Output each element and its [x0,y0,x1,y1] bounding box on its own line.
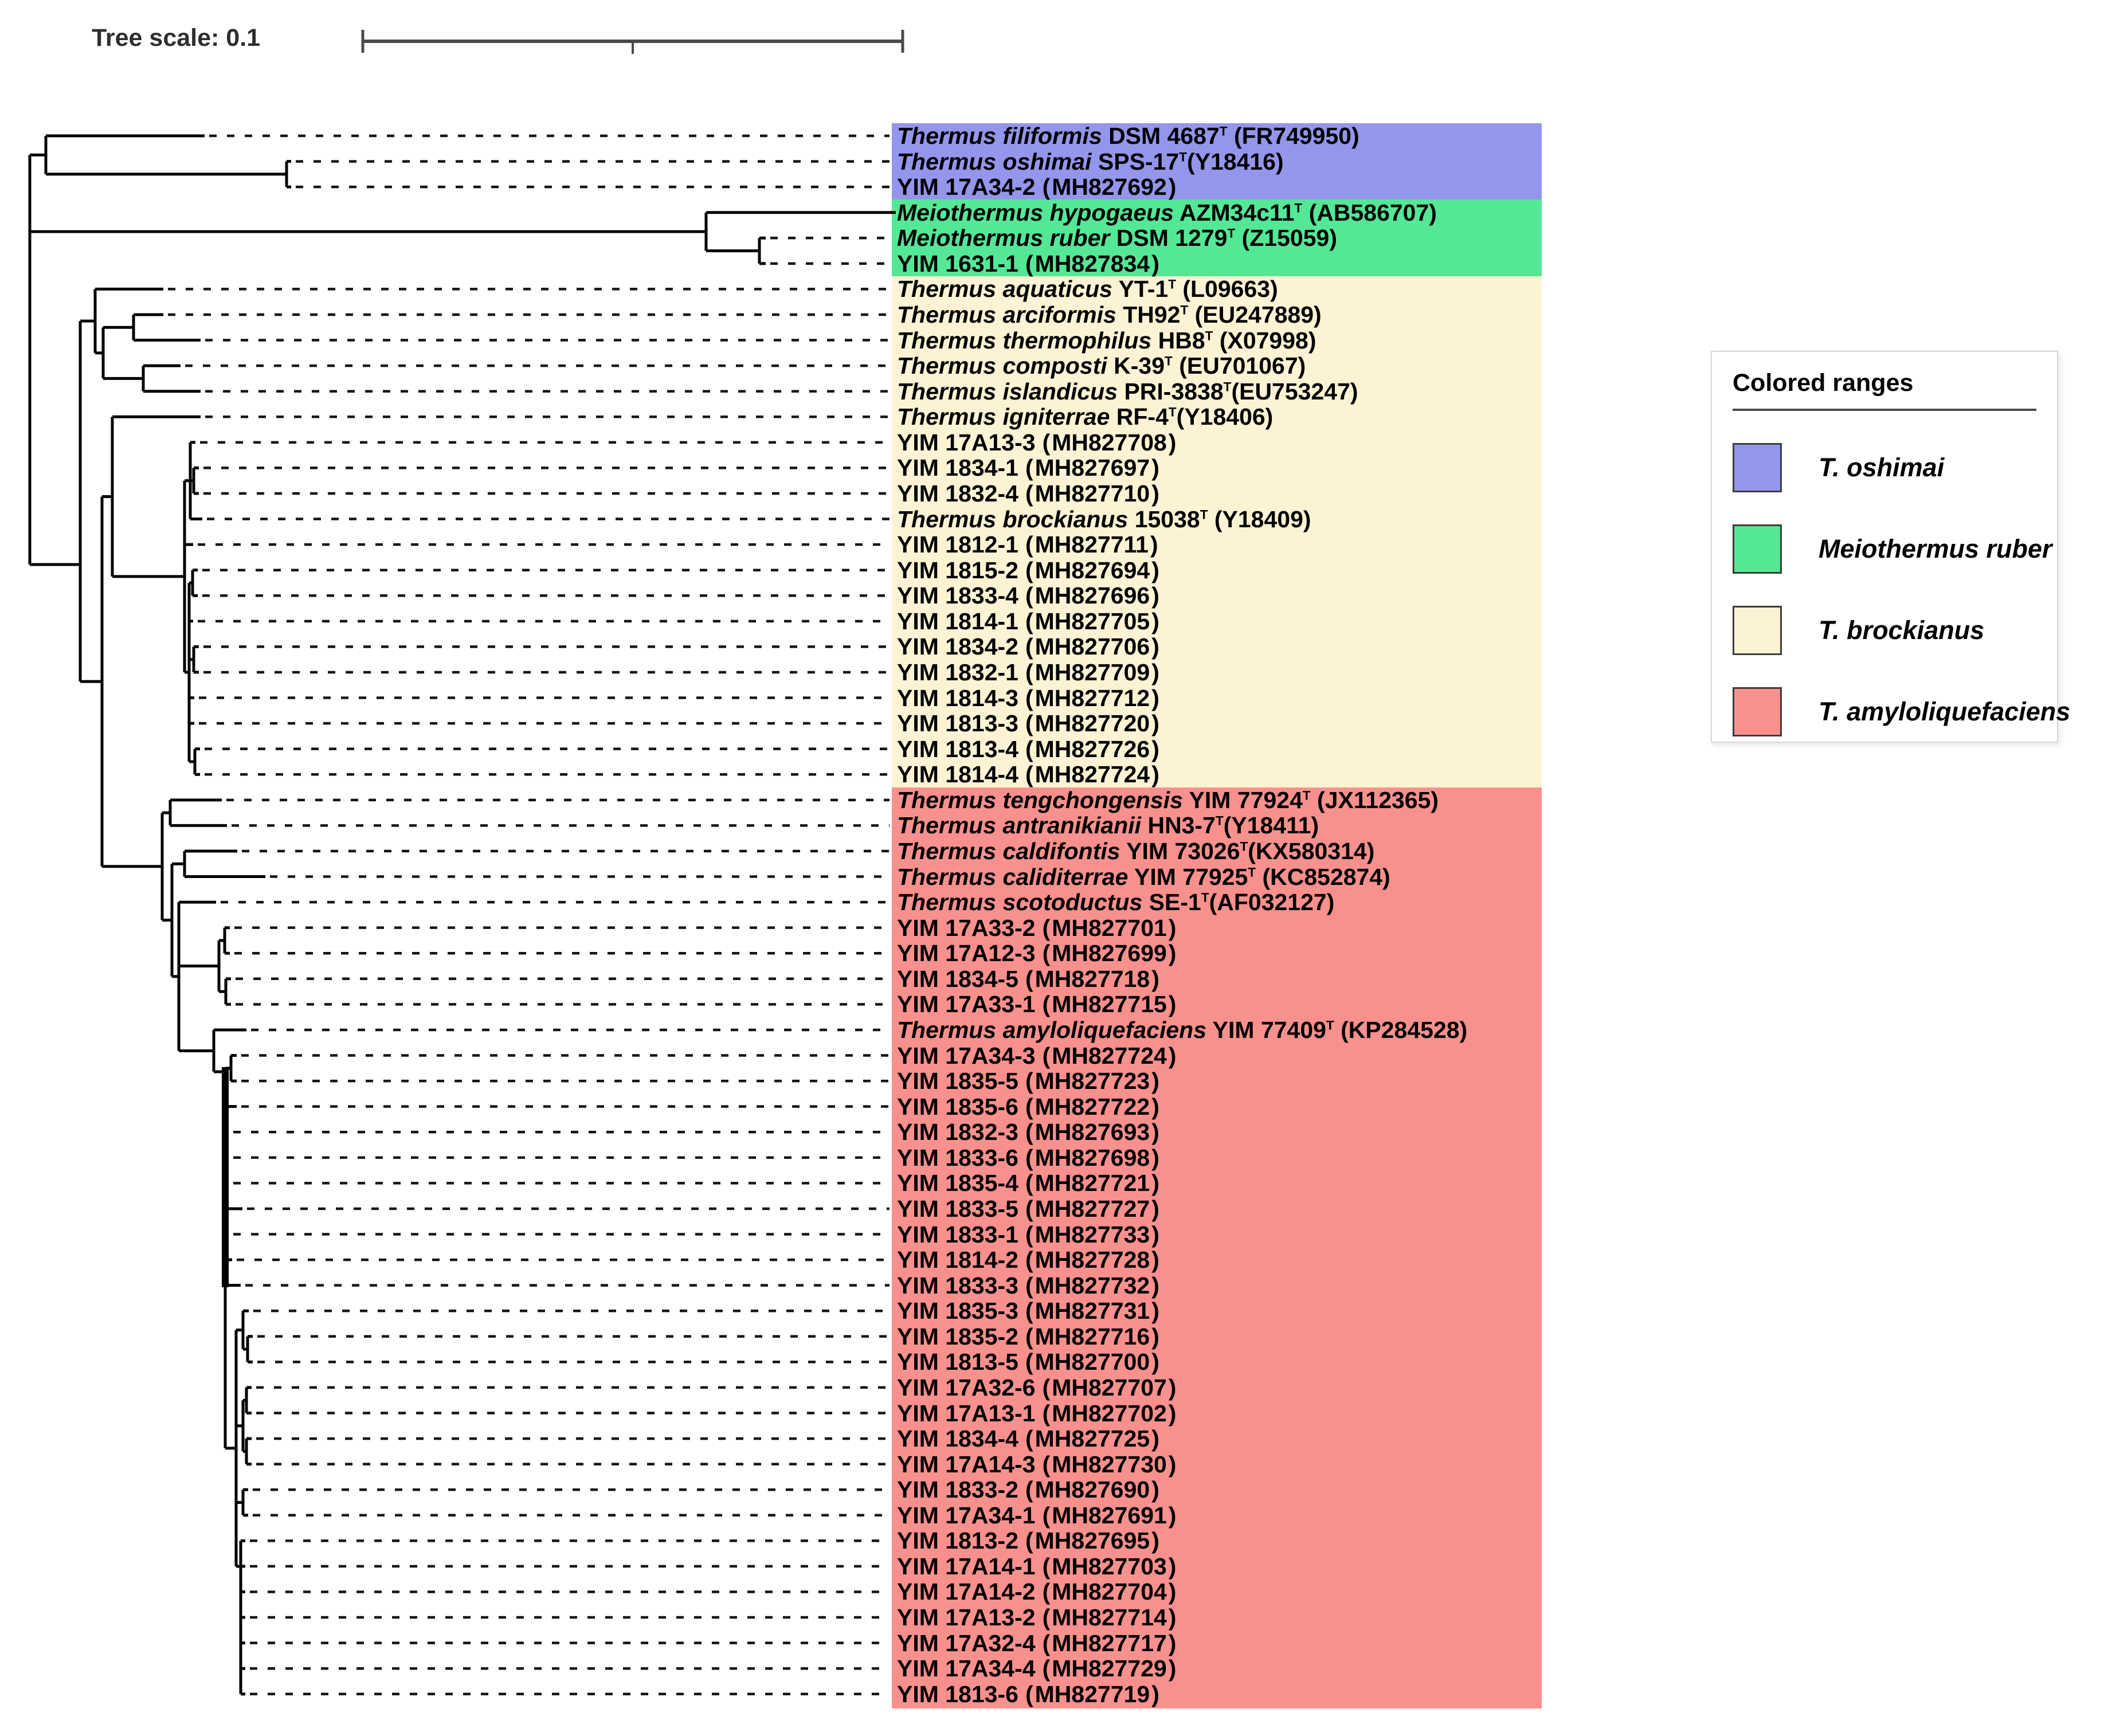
taxon-label: Thermus caliditerrae YIM 77925T (KC85287… [897,863,1390,890]
taxon-label: YIM 1834-1(MH827697) [897,454,1159,481]
taxon-label: YIM 1814-3(MH827712) [897,684,1159,711]
taxon-label: YIM 17A34-1(MH827691) [897,1502,1177,1529]
legend-item-label: T. oshimai [1819,453,1945,482]
taxon-label: YIM 1835-3(MH827731) [897,1298,1159,1324]
taxon-label: YIM 17A13-2(MH827714) [897,1604,1177,1631]
legend-item-ruber: Meiothermus ruber [1733,524,2052,574]
legend-item-oshimai: T. oshimai [1733,443,2036,492]
taxon-label: Thermus islandicus PRI-3838T(EU753247) [897,378,1358,405]
taxon-label: YIM 1832-3(MH827693) [897,1119,1159,1146]
taxon-label: YIM 17A14-2(MH827704) [897,1578,1177,1605]
range-band-oshimai [892,123,1542,199]
taxon-label: Thermus composti K-39T (EU701067) [897,352,1306,379]
taxon-label: YIM 17A32-6(MH827707) [897,1374,1177,1401]
taxon-label: YIM 17A14-1(MH827703) [897,1553,1177,1580]
taxon-label: Thermus aquaticus YT-1T (L09663) [897,276,1278,303]
taxon-label: YIM 1833-3(MH827732) [897,1272,1159,1299]
taxon-label: YIM 1814-1(MH827705) [897,608,1159,634]
taxon-label: YIM 1631-1(MH827834) [897,250,1159,277]
taxon-label: YIM 1814-2(MH827728) [897,1247,1159,1273]
taxon-label: Thermus oshimai SPS-17T(Y18416) [897,148,1284,175]
taxon-label: YIM 1834-4(MH827725) [897,1425,1159,1452]
legend-item-label: T. brockianus [1819,616,1985,645]
taxon-label: YIM 1815-2(MH827694) [897,557,1159,583]
legend-title-rule [1733,409,2036,411]
taxon-label: YIM 1813-5(MH827700) [897,1349,1159,1376]
taxon-label: Thermus caldifontis YIM 73026T(KX580314) [897,837,1375,864]
taxon-label: Thermus filiformis DSM 4687T (FR749950) [897,123,1359,149]
legend-item-label: Meiothermus ruber [1819,534,2052,563]
taxon-label: YIM 1813-6(MH827719) [897,1680,1159,1707]
taxon-label: Thermus igniterrae RF-4T(Y18406) [897,403,1273,430]
taxon-label: YIM 1835-5(MH827723) [897,1068,1159,1095]
taxon-label: Meiothermus hypogaeus AZM34c11T (AB58670… [897,199,1437,226]
taxon-label: YIM 1832-4(MH827710) [897,480,1159,507]
legend-swatch-icon [1733,606,1782,655]
taxon-label: YIM 17A12-3(MH827699) [897,940,1177,967]
taxon-label: Meiothermus ruber DSM 1279T (Z15059) [897,225,1337,252]
taxon-label: YIM 1833-2(MH827690) [897,1476,1159,1503]
legend-swatch-icon [1733,524,1782,574]
taxon-label: YIM 1833-4(MH827696) [897,582,1159,609]
taxon-label: YIM 17A33-2(MH827701) [897,914,1177,941]
taxon-label: YIM 1813-4(MH827726) [897,735,1159,762]
taxon-label: Thermus scotoductus SE-1T(AF032127) [897,889,1335,916]
taxon-label: YIM 17A32-4(MH827717) [897,1629,1177,1656]
taxon-label: Thermus arciformis TH92T (EU247889) [897,301,1322,328]
legend-swatch-icon [1733,687,1782,736]
legend-title: Colored ranges [1733,369,1914,397]
taxon-label: YIM 1834-5(MH827718) [897,965,1159,992]
taxon-label: YIM 1833-6(MH827698) [897,1144,1159,1171]
taxon-label: YIM 1813-2(MH827695) [897,1527,1159,1554]
taxon-label: YIM 1835-4(MH827721) [897,1170,1159,1197]
taxon-label: YIM 1834-2(MH827706) [897,633,1159,660]
taxon-label: YIM 17A34-2(MH827692) [897,174,1177,201]
taxon-label: YIM 1813-3(MH827720) [897,710,1159,737]
taxon-label: Thermus thermophilus HB8T (X07998) [897,327,1316,354]
taxon-label: YIM 1833-5(MH827727) [897,1195,1159,1222]
taxon-label: Thermus antranikianii HN3-7T(Y18411) [897,812,1319,839]
range-band-ruber [892,199,1542,276]
taxon-label: YIM 17A14-3(MH827730) [897,1451,1177,1478]
taxon-label: YIM 17A13-1(MH827702) [897,1400,1177,1427]
taxon-label: YIM 1833-1(MH827733) [897,1221,1159,1248]
legend-item-brockianus: T. brockianus [1733,606,2036,655]
taxon-label: YIM 17A13-3(MH827708) [897,429,1177,456]
taxon-label: YIM 17A34-4(MH827729) [897,1655,1177,1682]
range-band-amyloliquefaciens [892,787,1542,1708]
taxon-label: YIM 1835-6(MH827722) [897,1093,1159,1120]
taxon-label: YIM 17A34-3(MH827724) [897,1042,1177,1069]
legend-item-amyloliquefaciens: T. amyloliquefaciens [1733,687,2070,736]
taxon-label: YIM 1835-2(MH827716) [897,1323,1159,1350]
taxon-label: YIM 1814-4(MH827724) [897,761,1159,788]
taxon-label: Thermus amyloliquefaciens YIM 77409T (KP… [897,1016,1468,1043]
legend-item-label: T. amyloliquefaciens [1819,697,2071,726]
tree-scale-label: Tree scale: 0.1 [92,24,261,52]
range-band-brockianus [892,276,1542,787]
legend-swatch-icon [1733,443,1782,492]
taxon-label: YIM 17A33-1(MH827715) [897,991,1177,1018]
taxon-label: Thermus brockianus 15038T (Y18409) [897,505,1311,532]
taxon-label: YIM 1832-1(MH827709) [897,659,1159,685]
taxon-label: Thermus tengchongensis YIM 77924T (JX112… [897,786,1439,813]
taxon-label: YIM 1812-1(MH827711) [897,531,1158,558]
